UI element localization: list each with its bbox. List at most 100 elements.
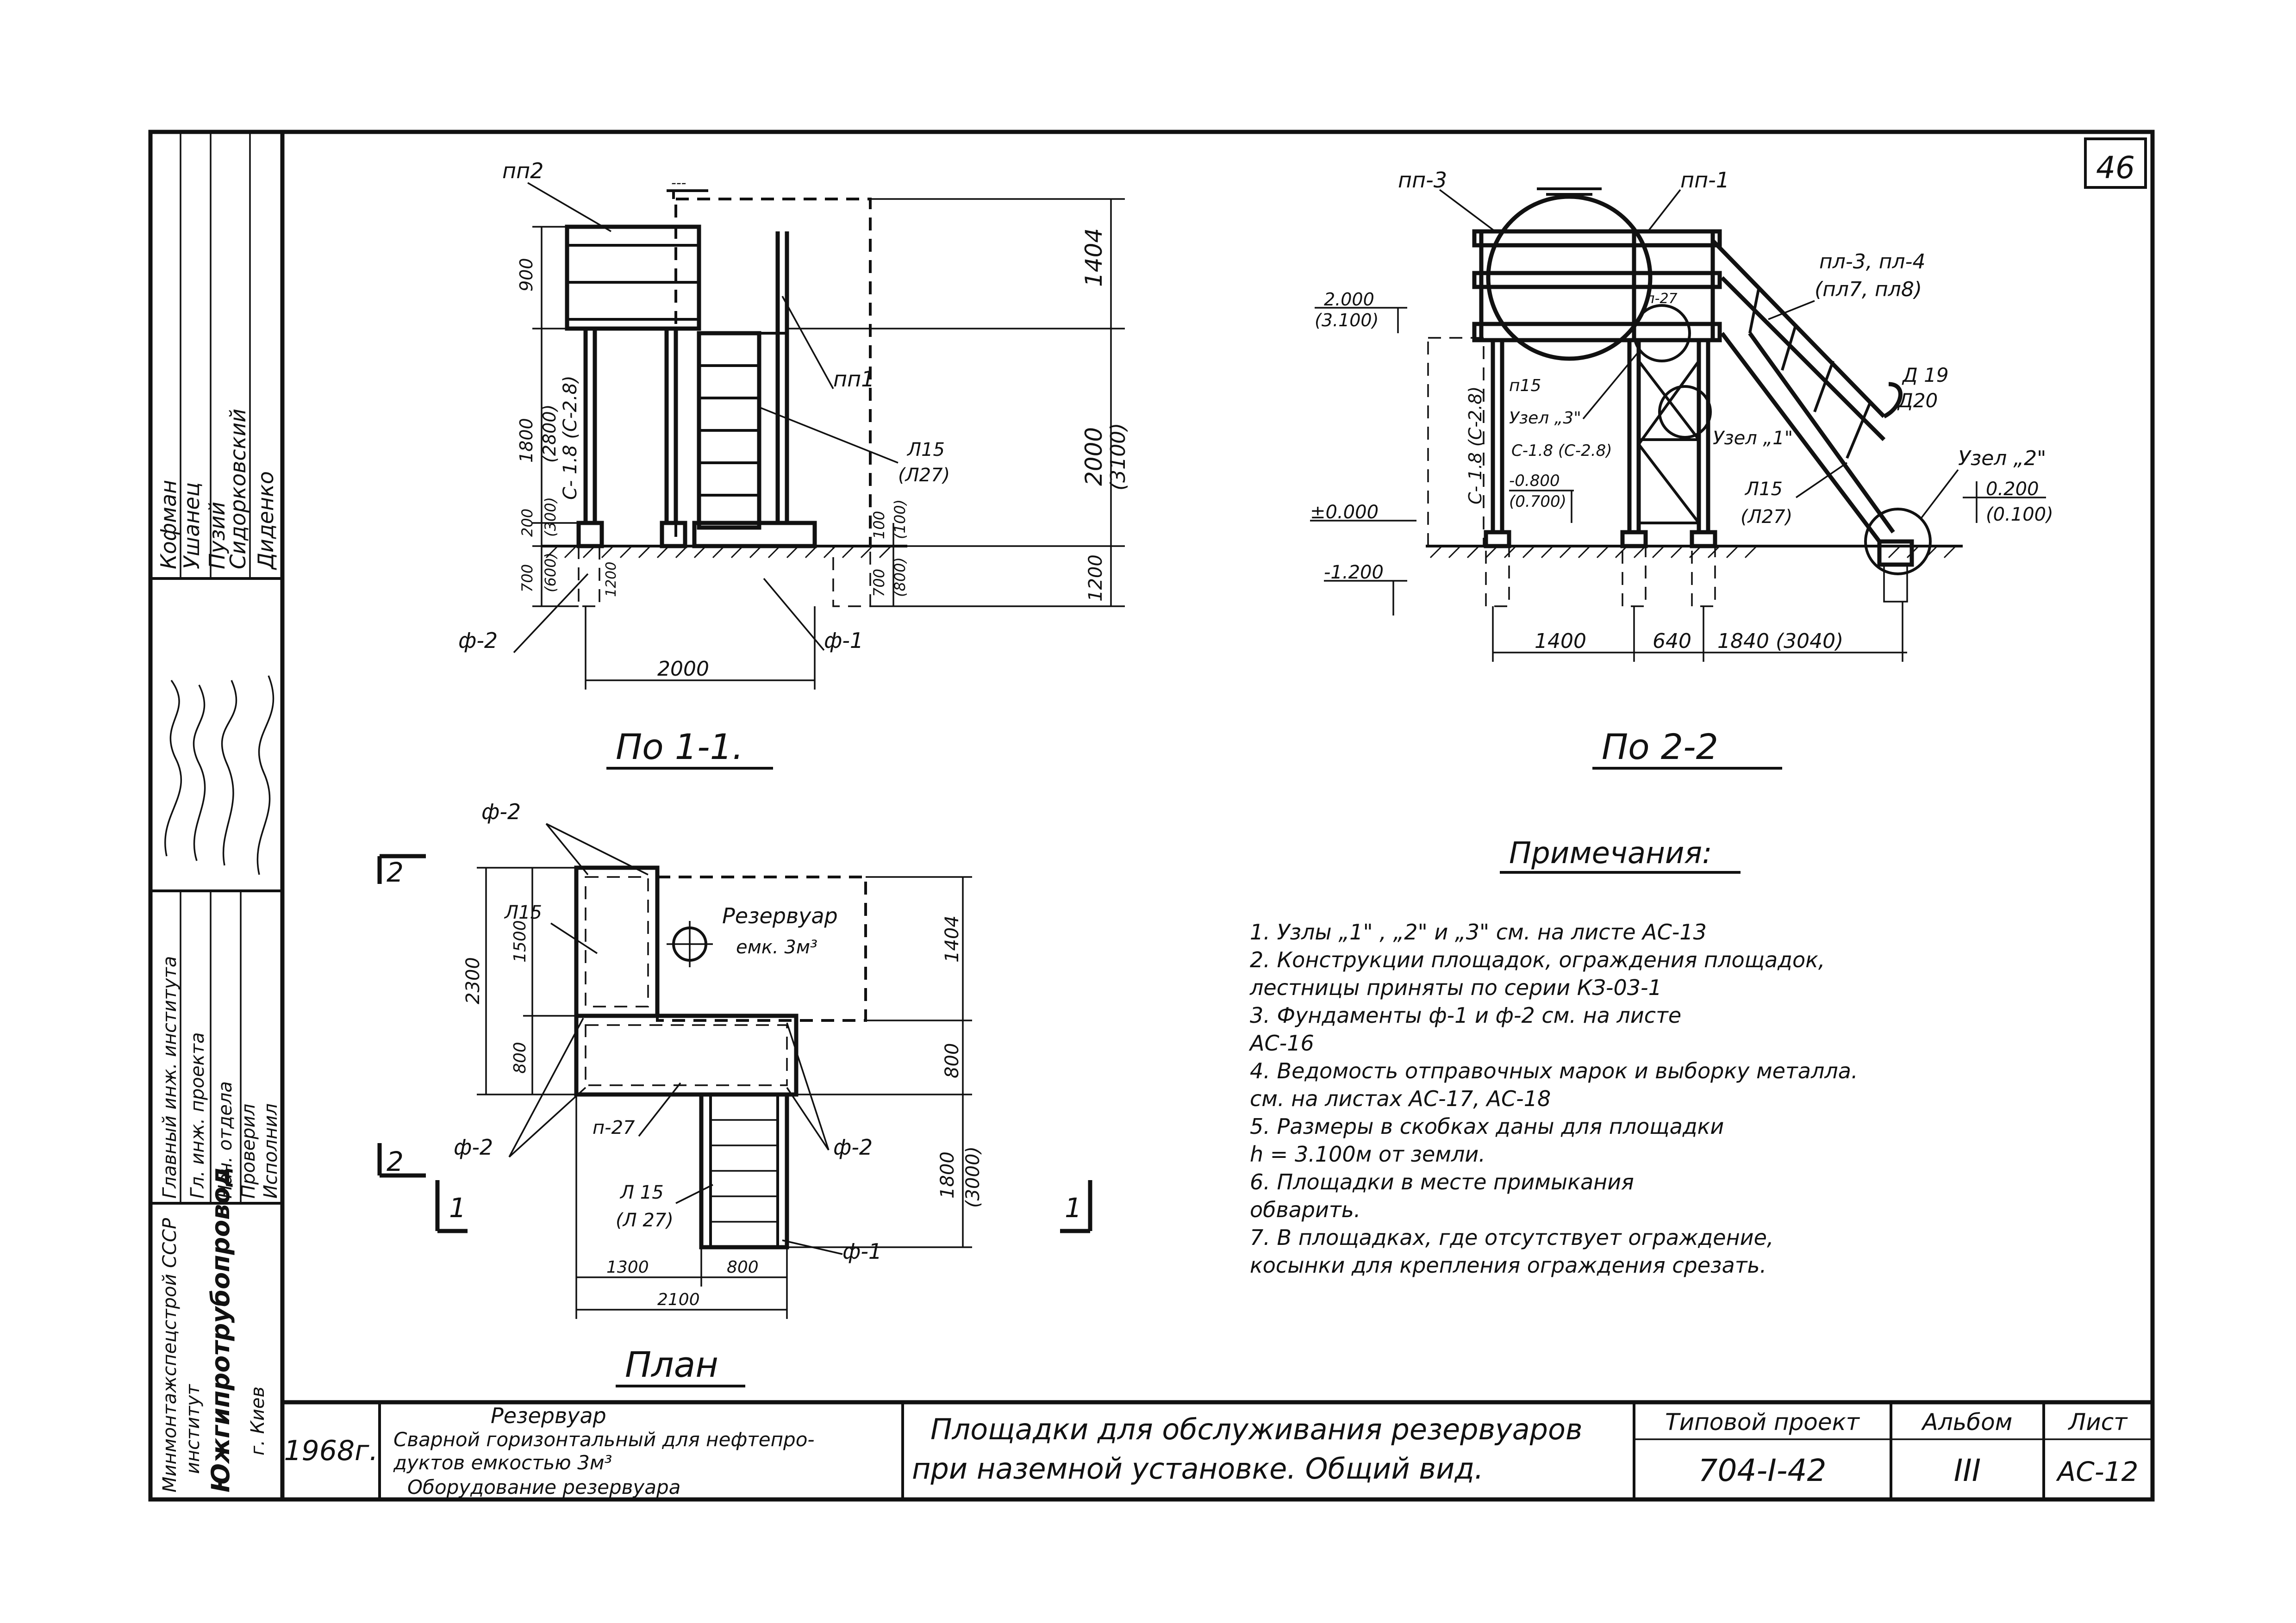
level-0200: 0.200 [1986, 479, 2039, 500]
level-0100: (0.100) [1986, 504, 2053, 525]
side-stamp: Кофман Ушанец Пузий Сидорковский Диденко… [156, 409, 281, 1492]
notes-line-10: 6. Площадки в месте примыкания [1250, 1169, 1634, 1194]
dim-2-2-1400: 1400 [1535, 629, 1586, 653]
plan-dim-1500: 1500 [511, 920, 530, 963]
label-uzel1: Узел „1" [1713, 428, 1793, 449]
notes-line-6: 4. Ведомость отправочных марок и выборку… [1250, 1058, 1858, 1083]
dim-1-1-1200r: 1200 [1085, 554, 1106, 602]
title-year: 1968г. [284, 1435, 378, 1467]
notes-block: Примечания: 1. Узлы „1" , „2" и „3" см. … [1248, 836, 1858, 1278]
notes-line-4: 3. Фундаменты ф-1 и ф-2 см. на листе [1250, 1003, 1681, 1028]
notes-line-13: косынки для крепления ограждения срезать… [1250, 1253, 1766, 1278]
label-1-1-f2: ф-2 [458, 628, 498, 653]
level-3100: (3.100) [1315, 310, 1379, 330]
label-d19: Д 19 [1902, 364, 1949, 386]
plan-dim-1800: 1800 [937, 1151, 958, 1199]
notes-line-2: 2. Конструкции площадок, ограждения площ… [1250, 947, 1825, 972]
drawing-title-2: при наземной установке. Общий вид. [912, 1452, 1484, 1486]
label-2-2-column-b: С-1.8 (С-2.8) [1511, 442, 1612, 460]
plan-label-f2-left: ф-2 [454, 1135, 493, 1160]
notes-line-1: 1. Узлы „1" , „2" и „3" см. на листе АС-… [1250, 920, 1707, 945]
plan-label-l15b: Л 15 [619, 1182, 664, 1203]
label-1-1-column: С- 1.8 (С-2.8) [560, 375, 581, 500]
plan-tank-cap: емк. 3м³ [736, 937, 817, 958]
dim-1-1-100: 100 [870, 511, 888, 539]
stamp-name-5: Диденко [253, 471, 278, 570]
stamp-name-2: Ушанец [179, 482, 204, 569]
notes-line-3: лестницы приняты по серии КЗ-03-1 [1249, 975, 1662, 1000]
level-2000: 2.000 [1324, 289, 1374, 310]
plan-dim-3000: (3000) [962, 1146, 984, 1208]
dim-1-1-2800: (2800) [539, 404, 560, 463]
view-section-1-1: 900 1800 (2800) 200 (300) 700 (600) 1200… [458, 158, 1130, 770]
dim-1-1-900: 900 [516, 258, 537, 292]
plan-dim-1404: 1404 [942, 915, 963, 963]
plan-section-1-right: 1 [1065, 1192, 1082, 1224]
plan-dim-800r: 800 [942, 1043, 963, 1078]
stamp-role-4: Проверил [238, 1104, 259, 1199]
stamp-org-4: г. Киев [247, 1387, 268, 1455]
plan-label-f2-top: ф-2 [481, 799, 521, 824]
stamp-role-5: Исполнил [260, 1103, 281, 1199]
label-n27-2-2: п-27 [1646, 291, 1678, 307]
object-line-1: Резервуар [491, 1403, 606, 1428]
title-block: 1968г. Резервуар Сварной горизонтальный … [282, 1400, 2152, 1499]
notes-line-12: 7. В площадках, где отсутствует огражден… [1250, 1225, 1774, 1250]
plan-tank: Резервуар [722, 903, 838, 928]
label-1-1-top-mark: --- [671, 175, 686, 191]
type-project-value: 704-I-42 [1698, 1453, 1826, 1488]
plan-label-f1: ф-1 [842, 1239, 882, 1264]
dim-1-1-2000: 2000 [657, 657, 709, 681]
label-uzel2: Узел „2" [1958, 447, 2046, 470]
view-plan: Резервуар емк. 3м³ 2300 1500 800 1404 80… [377, 799, 1092, 1387]
label-pp1-1-1: пп1 [833, 367, 874, 392]
dim-1-1-1404: 1404 [1080, 228, 1107, 287]
dim-2-2-640: 640 [1653, 629, 1691, 653]
sheet-label: Лист [2068, 1409, 2128, 1436]
label-2-2-column: С- 1.8 (С-2.8) [1465, 386, 1485, 504]
dim-1-1-1200: 1200 [603, 562, 619, 597]
label-1-1-l27: (Л27) [898, 465, 950, 486]
plan-section-2-top: 2 [387, 857, 404, 888]
plan-title: План [625, 1344, 718, 1385]
plan-dim-2100: 2100 [657, 1290, 700, 1309]
stamp-name-1: Кофман [156, 480, 181, 569]
stamp-name-3: Пузий [205, 502, 230, 569]
view-section-2-2: 2.000 (3.100) ±0.000 -1.200 -0.800 (0.70… [1310, 168, 2053, 770]
stamp-org-1: Минмонтажспецстрой СССР [159, 1218, 181, 1492]
label-d20: Д20 [1897, 389, 1938, 412]
plan-label-n27: п-27 [593, 1117, 635, 1138]
dim-1-1-2000v: 2000 [1080, 427, 1107, 486]
album-value: III [1954, 1453, 1981, 1488]
stamp-org-3: Южгипротрубопровод [206, 1167, 235, 1492]
stamp-role-3: Нач. отдела [215, 1081, 236, 1199]
type-project-label: Типовой проект [1665, 1409, 1860, 1436]
plan-dim-1300: 1300 [606, 1258, 649, 1277]
dim-1-1-100b: (100) [891, 499, 909, 539]
drawing-title-1: Площадки для обслуживания резервуаров [930, 1412, 1583, 1446]
dim-1-1-600: (600) [542, 553, 559, 592]
label-pp2: пп2 [502, 158, 543, 183]
album-label: Альбом [1921, 1409, 2013, 1436]
label-pp3: пп-3 [1398, 168, 1447, 193]
plan-dim-800b: 800 [727, 1258, 759, 1277]
dim-1-1-700: 700 [518, 564, 536, 592]
label-pp1-2-2: пп-1 [1680, 168, 1729, 193]
dim-1-1-800: (800) [891, 557, 909, 597]
label-pl34: пл-3, пл-4 [1819, 250, 1926, 274]
sheet-frame [148, 130, 2155, 1502]
notes-line-8: 5. Размеры в скобках даны для площадки [1250, 1114, 1724, 1139]
ground-hatch-1 [545, 545, 892, 559]
plan-dim-2300: 2300 [462, 957, 484, 1004]
sheet-value: АС-12 [2056, 1456, 2139, 1487]
plan-label-f2-right: ф-2 [833, 1135, 873, 1160]
object-line-3: дуктов емкостью 3м³ [393, 1451, 612, 1474]
level-m0800: -0.800 [1509, 472, 1560, 490]
notes-line-7: см. на листах АС-17, АС-18 [1250, 1086, 1551, 1111]
notes-title: Примечания: [1509, 836, 1712, 871]
stamp-role-2: Гл. инж. проекта [187, 1032, 208, 1199]
view-2-2-title: По 2-2 [1602, 726, 1718, 767]
level-0000: ±0.000 [1310, 502, 1379, 523]
object-line-4: Оборудование резервуара [407, 1476, 680, 1499]
